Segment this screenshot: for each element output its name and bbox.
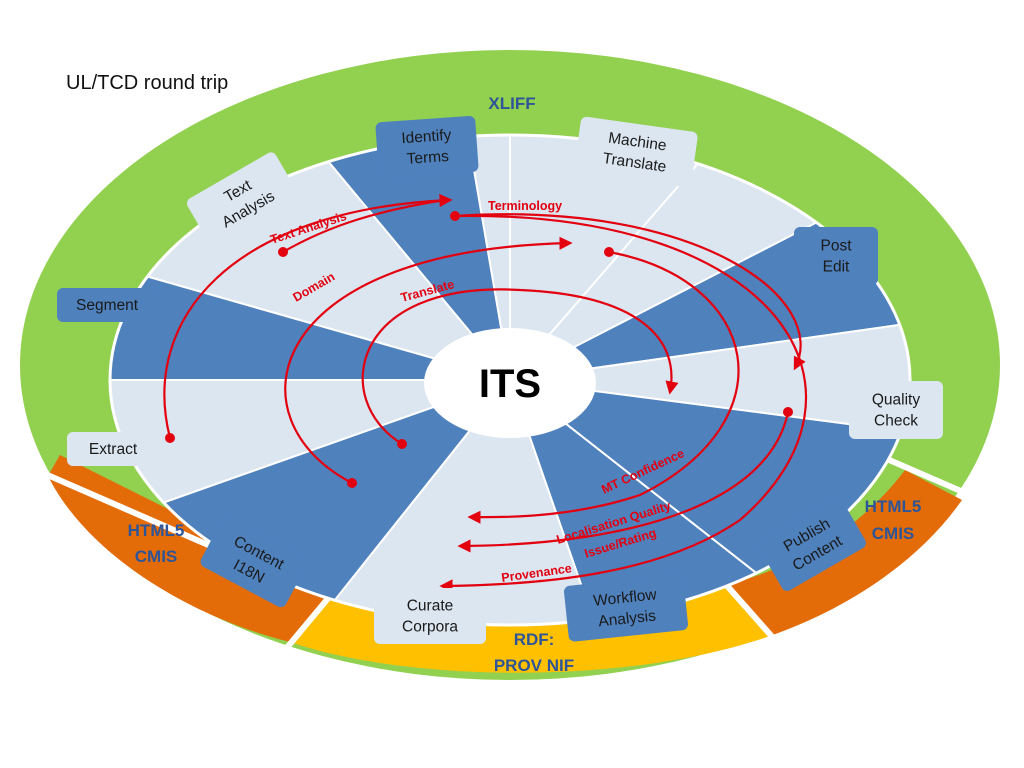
step-tab-box [849,381,943,439]
step-tab-box [200,516,308,608]
step-tab-label: Corpora [402,619,458,636]
step-tab-box [375,115,479,179]
cmis-right-label: CMIS [872,524,915,543]
flow-arc-provenance [439,214,808,593]
band-separator [878,453,972,498]
step-tab-label: Check [874,413,918,430]
step-tab-label: Extract [89,441,138,458]
step-tab-box [374,588,486,644]
flow-arc-domain [284,236,573,484]
step-tab-label: Terms [406,148,450,168]
html5-right-label: HTML5 [865,497,922,516]
flow-arc-loc-quality [457,411,790,553]
step-tab-label: Identify [401,127,452,147]
step-tab-label: Quality [872,392,920,409]
its-hub [424,328,596,438]
flow-dot [278,247,288,257]
page-title: UL/TCD round trip [66,72,229,94]
flow-label-terminology: Terminology [488,199,562,213]
wheel-rim [108,133,912,627]
step-tab-label: Analysis [598,607,657,630]
step-extract: Extract [67,432,159,466]
step-tab-box [187,152,299,248]
flow-arc-mt-confidence [467,250,740,524]
step-segment: Segment [57,288,157,322]
flow-dot [165,433,175,443]
step-tab-label: Post [820,238,852,255]
step-tab-box [574,116,698,188]
its-label: ITS [479,362,541,406]
flow-dot [783,407,793,417]
html5-left-label: HTML5 [128,521,185,540]
step-tab-label: Workflow [593,586,659,610]
xliff-label: XLIFF [488,94,535,113]
flow-dot [347,478,357,488]
rdf-label: RDF: [514,630,555,649]
step-tab-label: Edit [823,259,850,276]
step-tab-box [794,227,878,285]
flow-dot [604,247,614,257]
step-tab-box [563,574,689,642]
flow-dot [397,439,407,449]
step-tab-box [758,497,866,591]
prov-nif-label: PROV NIF [494,656,574,675]
step-tab-label: Curate [407,598,454,615]
flow-arc-text-analysis [163,193,453,439]
band-separator [282,588,338,652]
step-tab-label: Segment [76,297,139,314]
flow-arc-translate [361,288,679,445]
cmis-left-label: CMIS [135,547,178,566]
step-tab-box [67,432,159,466]
flow-arc-terminology [454,213,806,371]
band-separator [719,578,778,642]
step-tab-box [57,288,157,322]
flow-arc-analysis-inner [282,198,446,253]
flow-arrows [163,193,808,593]
